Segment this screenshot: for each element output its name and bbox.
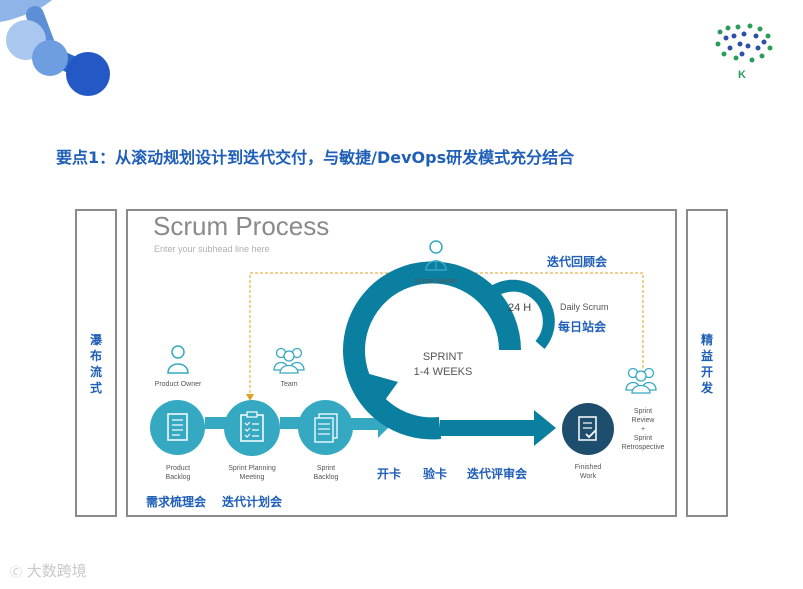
daily-loop: [481, 279, 555, 349]
daily-scrum-label: Daily Scrum: [560, 302, 609, 312]
retro-dashed-arrowhead: [246, 394, 254, 401]
svg-text:K: K: [738, 69, 746, 81]
sprint-backlog-node: [298, 400, 353, 455]
label-line: Retrospective: [621, 444, 665, 451]
review-meeting-label: 迭代评审会: [467, 467, 528, 481]
daily-loop-arrowhead: [476, 288, 498, 306]
label-line: Sprint: [633, 435, 653, 442]
product-owner-icon: [167, 345, 189, 374]
card-check-label: 验卡: [423, 467, 448, 481]
label-line: Sprint: [633, 408, 653, 415]
team-icon: [273, 347, 305, 374]
document-check-icon: [578, 416, 597, 441]
label-line: Sprint: [316, 465, 336, 472]
label-line: Finished: [574, 464, 602, 471]
lean-char: 发: [700, 381, 713, 395]
sprint-loop-arrowhead: [355, 370, 398, 410]
label-line: Review: [631, 417, 655, 424]
label-line: Sprint Planning: [228, 465, 276, 472]
label-line: +: [640, 426, 646, 433]
product-owner-label: Product Owner: [154, 381, 202, 388]
card-start-label: 开卡: [377, 467, 402, 481]
sprint-planning-label: Sprint Planning Meeting: [215, 464, 289, 482]
waterfall-char: 式: [89, 381, 102, 395]
label-line: Product: [165, 465, 191, 472]
k-brand-logo: K: [715, 23, 773, 81]
sprint-word: SPRINT: [422, 351, 464, 363]
lean-label: 精 益 开 发: [697, 332, 717, 396]
label-line: Backlog: [165, 474, 191, 481]
scrum-subhead: Enter your subhead line here: [154, 244, 270, 254]
sprint-exit-arrow: [440, 410, 556, 446]
watermark-logo-icon: 🄫: [10, 565, 23, 579]
waterfall-label: 瀑 布 流 式: [86, 332, 106, 396]
clipboard-icon: [240, 411, 264, 442]
daily-standup-label: 每日站会: [558, 320, 607, 334]
retro-meeting-label: 迭代回顾会: [547, 255, 608, 269]
lean-char: 精: [700, 333, 713, 347]
label-line: Work: [579, 473, 597, 480]
lean-panel: [686, 209, 728, 517]
waterfall-char: 流: [89, 365, 102, 379]
sprint-backlog-label: Sprint Backlog: [296, 464, 356, 482]
connector-bar: [205, 417, 227, 429]
page-headline: 要点1：从滚动规划设计到迭代交付，与敏捷/DevOps研发模式充分结合: [56, 148, 575, 167]
product-backlog-node: [150, 400, 205, 455]
sprint-review-label: Sprint Review + Sprint Retrospective: [612, 407, 674, 452]
scrum-master-label: Scrum Master: [414, 278, 458, 285]
review-team-icon: [625, 367, 657, 394]
label-line: Meeting: [239, 474, 265, 481]
scrum-title: Scrum Process: [153, 211, 330, 241]
sprint-duration-label: SPRINT 1-4 WEEKS: [398, 350, 488, 380]
waterfall-char: 瀑: [89, 333, 102, 347]
scrum-process-panel: [126, 209, 677, 517]
waterfall-char: 布: [89, 349, 102, 363]
grooming-meeting-label: 需求梳理会: [146, 495, 207, 509]
connector-bar: [280, 417, 302, 429]
finished-work-label: Finished Work: [558, 463, 618, 481]
team-label: Team: [280, 381, 298, 388]
scrum-master-icon: [425, 240, 447, 271]
lean-char: 开: [700, 365, 713, 379]
label-line: Backlog: [313, 474, 339, 481]
documents-icon: [314, 413, 338, 443]
finished-work-node: [562, 403, 614, 455]
watermark-text: 大数跨境: [26, 562, 87, 580]
brand-logo-shape: [0, 0, 110, 96]
checklist-icon: [167, 413, 188, 441]
watermark: 🄫 大数跨境: [10, 560, 87, 581]
daily-hours-label: 24 H: [508, 302, 532, 314]
product-backlog-label: Product Backlog: [148, 464, 208, 482]
lean-char: 益: [700, 349, 713, 363]
sprint-planning-node: [224, 400, 280, 456]
sprint-weeks: 1-4 WEEKS: [413, 366, 473, 378]
waterfall-panel: [75, 209, 117, 517]
planning-meeting-label: 迭代计划会: [222, 495, 283, 509]
